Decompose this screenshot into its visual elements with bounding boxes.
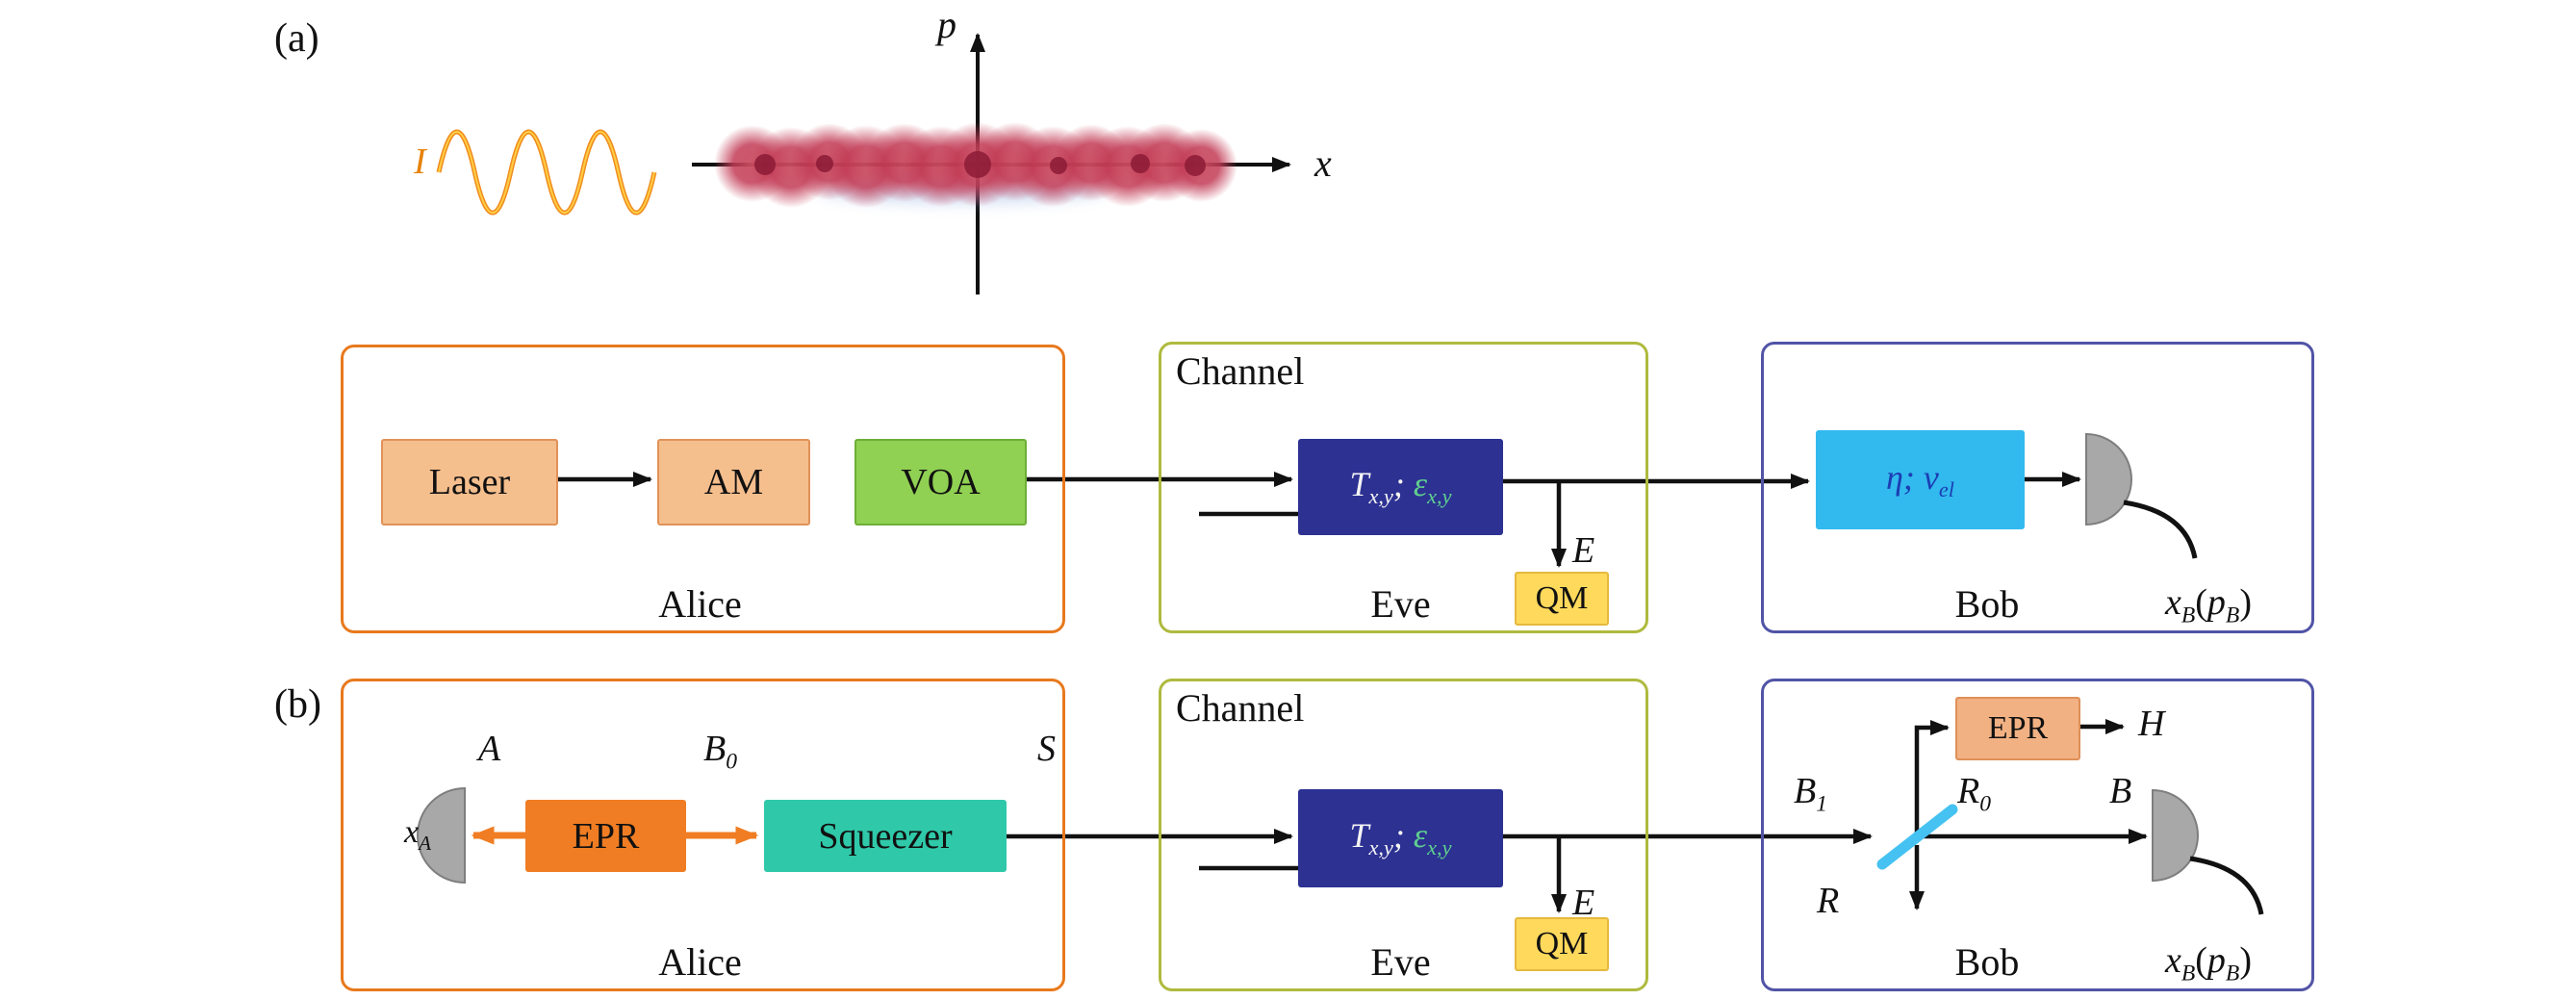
- vel-subscript: el: [1938, 477, 1954, 502]
- quantum-memory-box-a: QM: [1515, 572, 1609, 626]
- alice-title-b: Alice: [658, 940, 742, 984]
- voa-box: VOA: [854, 439, 1027, 526]
- eve-title-b: Eve: [1370, 940, 1431, 984]
- detector-wire-a: [2123, 500, 2198, 559]
- t-subscript-b: x,y: [1368, 835, 1393, 860]
- channel-title-a: Channel: [1176, 349, 1305, 393]
- eve-mode-e-label-b: E: [1572, 883, 1595, 923]
- epsilon-symbol-b: ε: [1413, 816, 1428, 856]
- mode-s-label: S: [1037, 729, 1056, 769]
- xa-subscript: A: [419, 831, 431, 855]
- mode-a-label: A: [478, 729, 501, 769]
- b1-subscript: 1: [1816, 791, 1827, 817]
- detector-wire-b: [2189, 856, 2264, 915]
- vel-symbol: v: [1923, 457, 1939, 497]
- xa-detector-icon: [417, 786, 466, 885]
- panel-a-label: (a): [274, 16, 319, 61]
- paren-open-b: (: [2195, 940, 2207, 981]
- beamsplitter-icon: [1876, 804, 1958, 870]
- bob-box-a: [1761, 342, 2314, 633]
- intensity-waveform-icon: [436, 129, 657, 216]
- panel-a-connectors: [554, 472, 2081, 568]
- xa-symbol: x: [404, 814, 420, 850]
- r0-subscript: 0: [1979, 791, 1991, 817]
- bob-title-b: Bob: [1954, 940, 2020, 984]
- paren-close: ): [2239, 582, 2252, 623]
- mode-r-label: R: [1817, 881, 1840, 921]
- paren-open: (: [2195, 582, 2207, 623]
- pb-symbol: p: [2206, 582, 2226, 623]
- bob-title-a: Bob: [1954, 582, 2020, 626]
- xb-subscript-b: B: [2181, 961, 2196, 987]
- ensemble-core-dots: [754, 151, 1206, 178]
- qm-label-a: QM: [1535, 580, 1589, 616]
- channel-transmittance-box-a: Tx,y; εx,y: [1298, 439, 1503, 535]
- xb-symbol: x: [2165, 582, 2181, 623]
- paren-close-b: ): [2239, 940, 2252, 981]
- epr-source-box: EPR: [525, 800, 686, 872]
- channel-box-a: [1159, 342, 1648, 633]
- alice-box-b: [341, 679, 1065, 991]
- epsilon-symbol: ε: [1413, 465, 1428, 504]
- voa-label: VOA: [901, 462, 981, 502]
- panel-b-connectors: [1007, 719, 2148, 913]
- pb-subscript-b: B: [2225, 961, 2240, 987]
- b0-symbol: B: [703, 729, 727, 769]
- epr-label: EPR: [572, 815, 640, 857]
- channel-box-b: [1159, 679, 1648, 991]
- bob-box-b: [1761, 679, 2314, 991]
- x-axis-label: x: [1314, 141, 1332, 185]
- arrow-beamsplitter-to-epr: [1914, 720, 1950, 836]
- bob-output-label-b: xB(pB): [2165, 939, 2252, 987]
- detection-efficiency-box: η; vel: [1816, 430, 2025, 529]
- bob-output-label-a: xB(pB): [2165, 581, 2252, 629]
- p-axis-label: p: [937, 3, 956, 46]
- epr-label-bob: EPR: [1987, 710, 2049, 746]
- mode-r0-label: R0: [1957, 770, 1991, 818]
- coherent-state-ensemble-blobs: [714, 122, 1237, 208]
- r0-symbol: R: [1957, 771, 1980, 811]
- squeezer-box: Squeezer: [764, 800, 1007, 872]
- detectors: [417, 432, 2264, 915]
- eve-mode-e-label-a: E: [1572, 530, 1595, 571]
- squeezer-label: Squeezer: [818, 815, 953, 857]
- epsilon-subscript-b: x,y: [1427, 835, 1452, 860]
- alice-title-a: Alice: [658, 582, 742, 626]
- t-symbol-b: T: [1349, 816, 1369, 856]
- homodyne-detector-icon-b: [2152, 788, 2199, 883]
- mode-b1-label: B1: [1794, 770, 1827, 818]
- intensity-label: I: [414, 141, 426, 182]
- pb-subscript: B: [2225, 603, 2240, 628]
- epsilon-subscript: x,y: [1427, 484, 1452, 509]
- mode-h-label: H: [2138, 704, 2165, 744]
- xb-symbol-b: x: [2165, 940, 2181, 981]
- mode-b0-label: B0: [703, 728, 737, 776]
- t-separator-b: ;: [1392, 816, 1414, 856]
- am-label: AM: [703, 462, 764, 502]
- b1-symbol: B: [1794, 771, 1817, 811]
- homodyne-detector-icon-a: [2085, 432, 2132, 526]
- mode-b-label: B: [2109, 771, 2132, 811]
- t-symbol: T: [1349, 465, 1369, 504]
- epr-measurement-box: EPR: [1955, 697, 2080, 760]
- xb-subscript: B: [2181, 603, 2196, 628]
- laser-box: Laser: [381, 439, 558, 526]
- t-separator: ;: [1392, 465, 1414, 504]
- qm-label-b: QM: [1535, 926, 1589, 962]
- eve-title-a: Eve: [1370, 582, 1431, 626]
- channel-transmittance-box-b: Tx,y; εx,y: [1298, 789, 1503, 887]
- pb-symbol-b: p: [2206, 940, 2226, 981]
- eta-symbol: η;: [1886, 457, 1924, 497]
- panel-b-label: (b): [274, 682, 321, 727]
- xa-measurement-label: xA: [404, 814, 431, 856]
- amplitude-modulator-box: AM: [657, 439, 810, 526]
- alice-box-a: [341, 345, 1065, 633]
- laser-label: Laser: [428, 462, 511, 502]
- b0-subscript: 0: [726, 749, 737, 775]
- quantum-memory-box-b: QM: [1515, 917, 1609, 971]
- t-subscript: x,y: [1368, 484, 1393, 509]
- channel-title-b: Channel: [1176, 686, 1305, 730]
